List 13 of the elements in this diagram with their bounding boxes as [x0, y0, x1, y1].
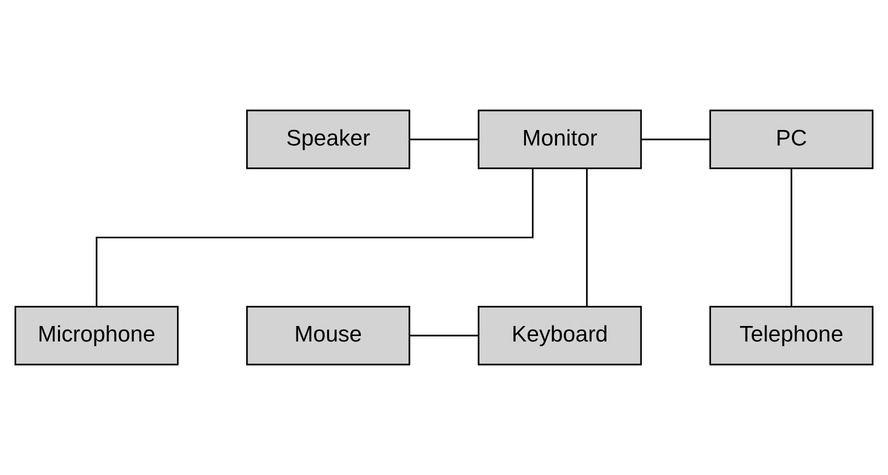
node-box: Telephone [709, 306, 874, 366]
connector [96, 168, 534, 306]
node-box: Keyboard [478, 306, 642, 366]
connector [641, 138, 710, 140]
node-box: Monitor [478, 110, 642, 170]
node-box: Microphone [14, 306, 179, 366]
connector [790, 168, 792, 307]
node-box: PC [709, 110, 874, 170]
connector [410, 138, 478, 140]
connector [410, 334, 478, 336]
connector [586, 168, 588, 307]
node-box: Mouse [246, 306, 410, 366]
node-box: Speaker [246, 110, 410, 170]
